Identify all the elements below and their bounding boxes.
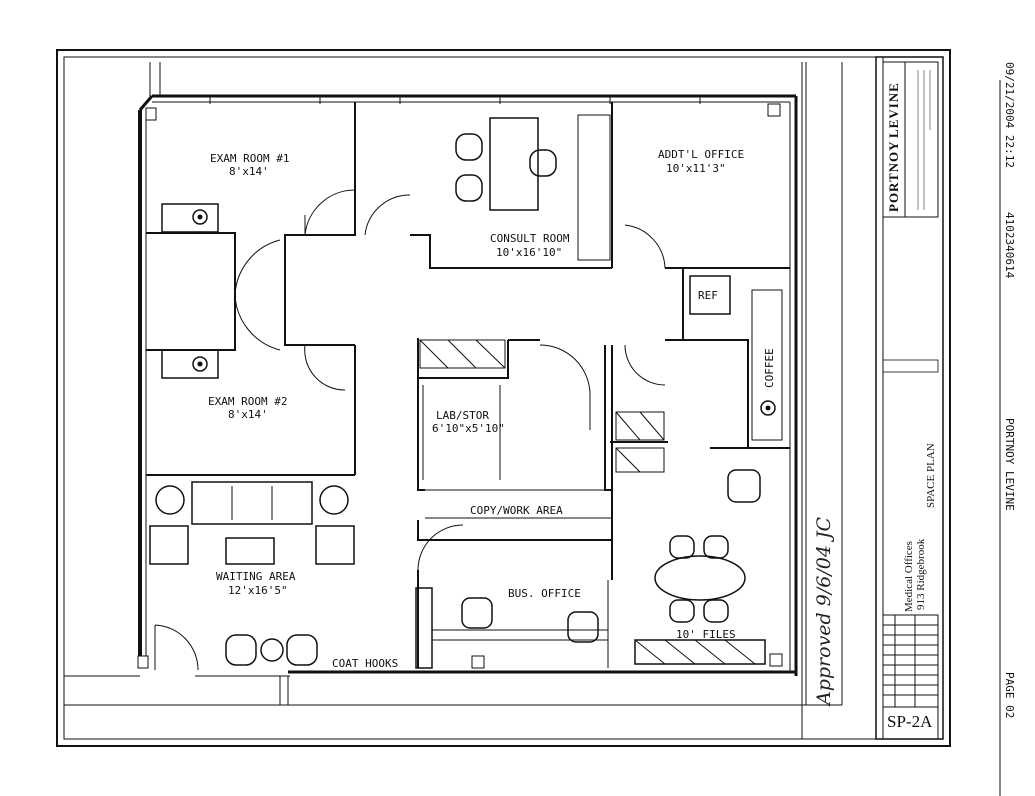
interior-walls [146,102,790,668]
handwritten-approval: Approved 9/6/04 JC [813,516,835,707]
coffee-label: COFFEE [763,348,776,388]
chair-icon [669,599,695,623]
exam-room-2-name: EXAM ROOM #2 [208,395,287,408]
lab-stor-name: LAB/STOR [436,409,489,422]
files-label: 10' FILES [676,628,736,641]
side-shelving [615,411,665,473]
coffee-counter [751,289,783,441]
coat-hooks-label: COAT HOOKS [332,657,398,670]
sink-icon [192,209,208,225]
project-address: 913 Ridgebrook [915,538,927,610]
lab-stor-size: 6'10"x5'10" [432,422,505,435]
firm-name-levine: LEVINE [886,82,901,138]
ref-label: REF [698,289,718,302]
doors [154,189,666,671]
bus-office-name: BUS. OFFICE [508,587,581,600]
coffee-table [225,537,275,565]
chair-icon [455,174,483,202]
chair-icon [455,133,483,161]
sofa [191,481,313,525]
credenza [577,114,611,261]
project-name: Medical Offices [903,541,915,612]
lab-shelving [419,339,506,369]
side-table-icon [260,638,284,662]
sheet-border-inner [63,56,944,740]
side-table-icon [155,485,185,515]
side-table-icon [319,485,349,515]
coffee-sink-icon [760,400,776,416]
conference-table [654,555,746,601]
chair-icon [225,634,257,666]
chair-icon [669,535,695,559]
exam-room-1-size: 8'x14' [229,165,269,178]
exam-room-1-name: EXAM ROOM #1 [210,152,289,165]
chair-icon [286,634,318,666]
sheet-number: SP-2A [887,712,933,731]
bus-office-desk [415,580,609,669]
consult-room-size: 10'x16'10" [496,246,562,259]
chair-icon [461,597,493,629]
refrigerator [689,275,731,315]
sink-icon [192,356,208,372]
chair-icon [567,611,599,643]
copy-work-label: COPY/WORK AREA [470,504,563,517]
furniture [149,114,783,669]
file-cabinets [634,639,766,665]
fax-phone: 4102340614 [1003,212,1016,279]
workstation-chair [727,469,761,503]
exterior-walls [64,62,843,739]
addtl-office-size: 10'x11'3" [666,162,726,175]
revision-table [882,614,939,708]
chair-icon [703,535,729,559]
exam-table-2 [161,349,219,379]
waiting-area-size: 12'x16'5" [228,584,288,597]
fax-datetime: 09/21/2004 22:12 [1003,62,1016,168]
title-block: PORTNOY LEVINE SPACE PLAN Medical Office… [875,56,944,740]
fax-sender: PORTNOY LEVINE [1003,418,1016,511]
waiting-area-name: WAITING AREA [216,570,296,583]
chair-icon [315,525,355,565]
drawing-title: SPACE PLAN [925,443,937,508]
consult-room-name: CONSULT ROOM [490,232,570,245]
addtl-office-name: ADDT'L OFFICE [658,148,744,161]
fax-page: PAGE 02 [1003,672,1016,718]
exam-room-2-size: 8'x14' [228,408,268,421]
chair-icon [149,525,189,565]
exam-table-1 [161,203,219,233]
consult-desk [489,117,539,211]
room-labels: EXAM ROOM #1 8'x14' EXAM ROOM #2 8'x14' … [208,148,776,670]
chair-icon [529,149,557,177]
chair-icon [703,599,729,623]
firm-name-portnoy: PORTNOY [886,140,901,212]
sheet-border-outer [56,49,951,747]
